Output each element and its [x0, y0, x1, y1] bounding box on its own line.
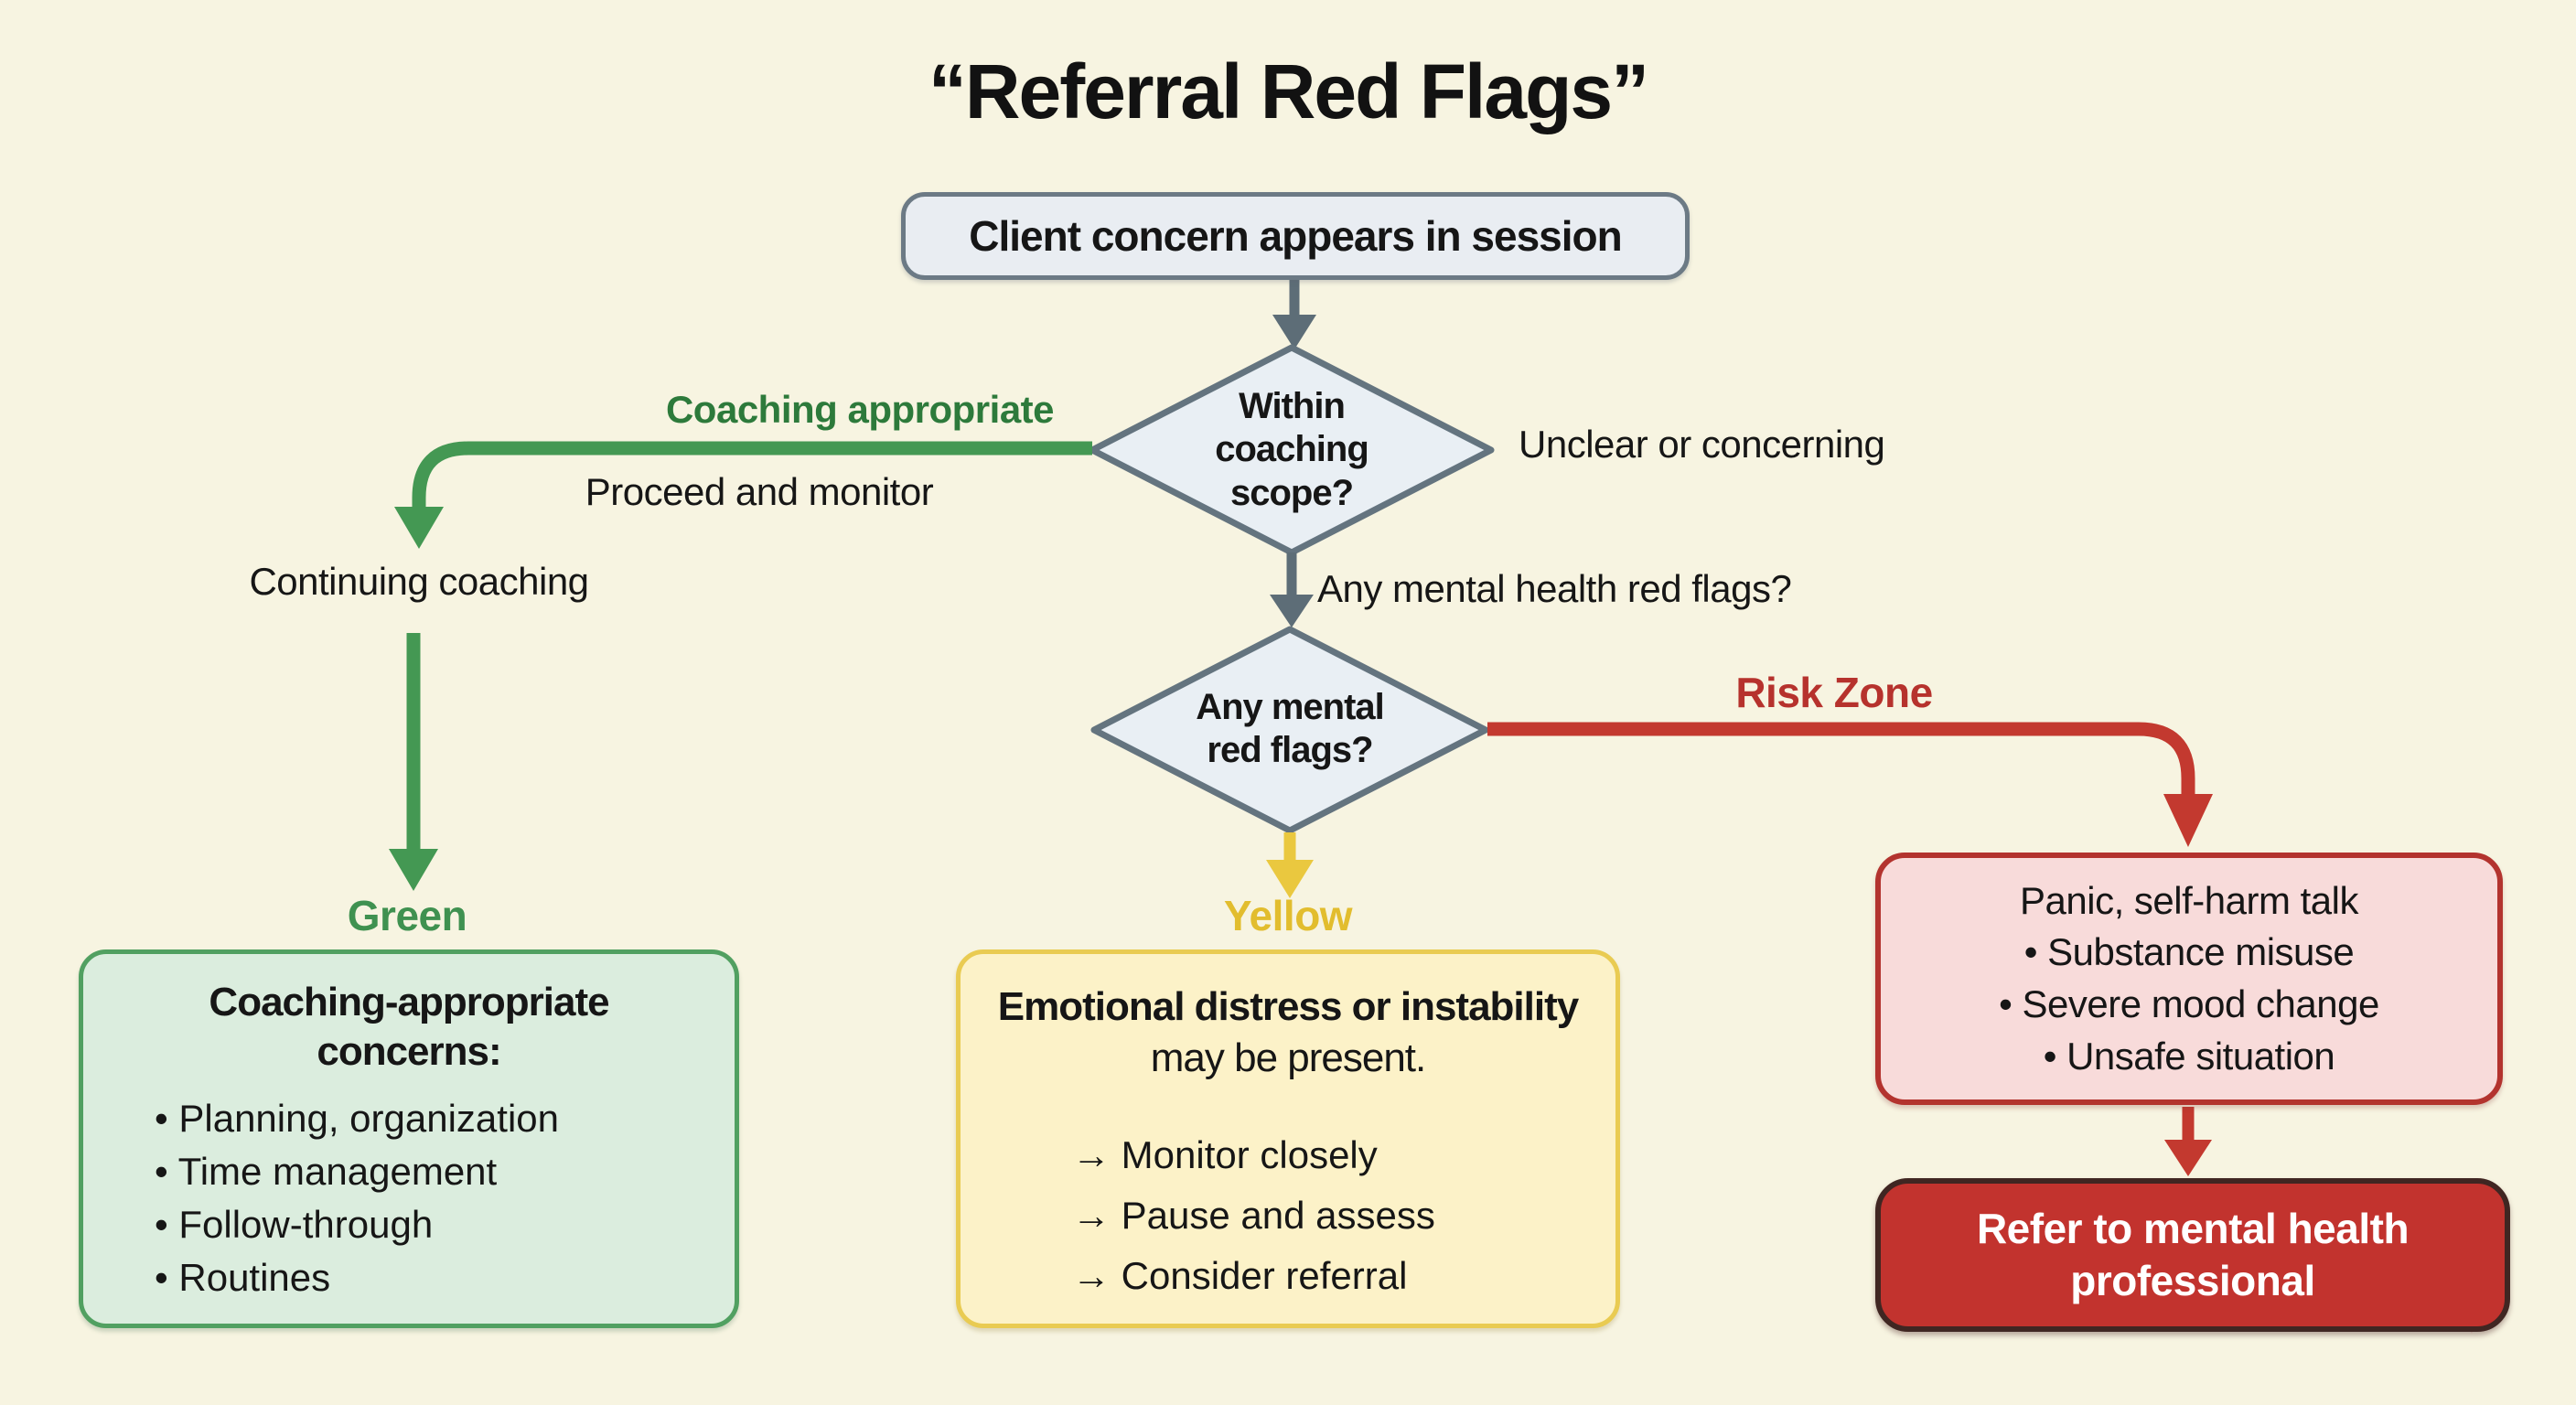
edge-label-coaching-appropriate: Coaching appropriate: [665, 388, 1055, 431]
green-zone-box: Coaching-appropriate concerns: • Plannin…: [79, 949, 739, 1328]
refer-action-box: Refer to mental health professional: [1875, 1178, 2510, 1332]
list-item: → Monitor closely: [1072, 1132, 1378, 1176]
scope-decision-label: Within coaching scope?: [1215, 386, 1369, 513]
yellow-zone-lead-rest: may be present.: [1150, 1035, 1426, 1081]
edge-label-risk-zone: Risk Zone: [1735, 669, 1933, 716]
yellow-zone-box: Emotional distress or instability may be…: [956, 949, 1620, 1328]
zone-label-yellow: Yellow: [1223, 892, 1353, 939]
arrow-scope-to-continuing-head: [394, 507, 444, 549]
arrow-start-to-scope-head: [1272, 315, 1316, 349]
arrow-scope-to-flags-head: [1270, 595, 1314, 627]
edge-label-any-mental-health-red-flags: Any mental health red flags?: [1317, 567, 1792, 610]
arrow-flags-to-risk-head: [2163, 794, 2213, 847]
list-item: • Planning, organization: [155, 1097, 560, 1141]
start-node-label: Client concern appears in session: [969, 212, 1622, 260]
list-item: • Unsafe situation: [2043, 1034, 2335, 1078]
list-item: • Substance misuse: [2023, 930, 2355, 974]
arrow-scope-to-continuing: [412, 441, 1092, 509]
yellow-zone-action-list: → Monitor closely → Pause and assess → C…: [995, 1125, 1581, 1307]
page-title: “Referral Red Flags”: [928, 48, 1649, 134]
green-zone-box-title: Coaching-appropriate concerns:: [209, 980, 609, 1074]
list-item: Panic, self-harm talk: [2020, 878, 2358, 922]
risk-zone-box: Panic, self-harm talk • Substance misuse…: [1875, 853, 2503, 1105]
arrow-flags-to-risk: [1487, 722, 2195, 796]
list-item: • Time management: [155, 1150, 498, 1194]
yellow-zone-lead-bold: Emotional distress or instability: [997, 984, 1579, 1029]
arrow-risk-to-refer-head: [2164, 1140, 2212, 1176]
list-item: • Severe mood change: [1999, 982, 2379, 1025]
flags-decision-diamond: [1090, 626, 1489, 834]
list-item: → Pause and assess: [1072, 1193, 1435, 1237]
zone-label-green: Green: [347, 892, 467, 939]
arrow-flags-to-yellow-head: [1266, 860, 1314, 898]
green-zone-bullet-list: • Planning, organization • Time manageme…: [118, 1092, 700, 1304]
flags-decision-label: Any mental red flags?: [1196, 686, 1385, 770]
list-item: → Consider referral: [1072, 1254, 1408, 1298]
edge-label-proceed-and-monitor: Proceed and monitor: [585, 470, 934, 513]
list-item: • Routines: [155, 1256, 331, 1300]
yellow-zone-box-lead: Emotional distress or instability may be…: [995, 981, 1581, 1085]
edge-label-unclear-or-concerning: Unclear or concerning: [1519, 423, 1885, 466]
edge-label-continuing-coaching: Continuing coaching: [249, 560, 589, 603]
start-node: Client concern appears in session: [901, 192, 1690, 280]
refer-action-box-label: Refer to mental health professional: [1976, 1204, 2410, 1305]
list-item: • Follow-through: [155, 1203, 434, 1247]
arrow-continuing-to-green-head: [389, 849, 438, 891]
